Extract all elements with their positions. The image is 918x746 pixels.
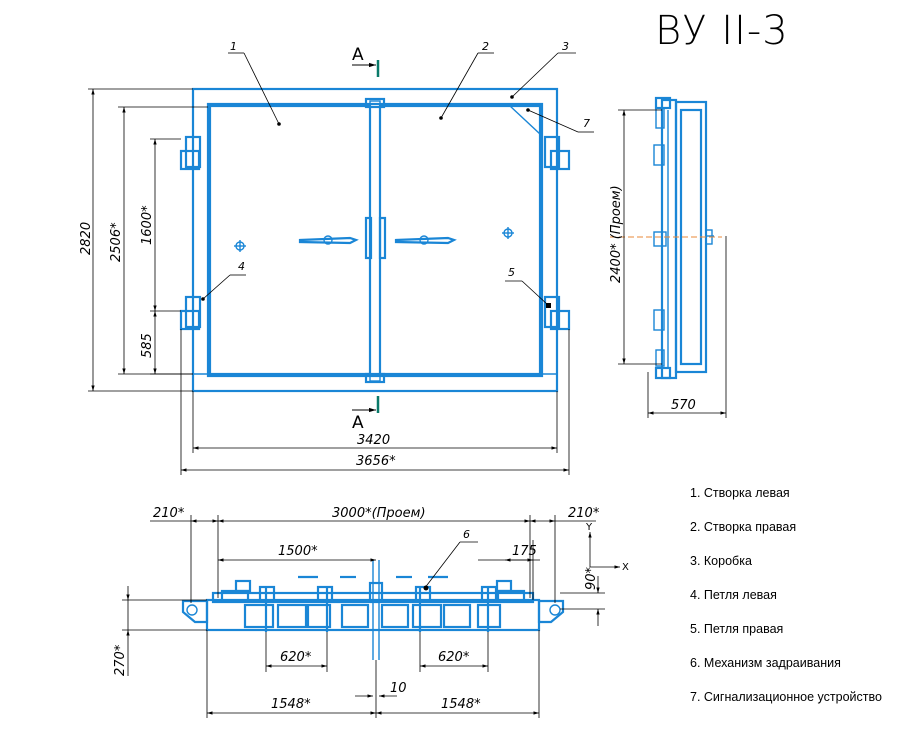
knob-right-icon [502,227,514,239]
leaf-left [208,104,372,376]
hinge-right-bottom-icon [543,295,571,331]
dim-1500: 1500* [218,544,376,562]
frame-inner [206,102,544,378]
section-mark-top: А [352,45,364,65]
drawing-title: ВУ II-3 [655,8,789,54]
svg-text:Y: Y [585,522,593,533]
callout-1: 1 [228,40,281,126]
handle-left [298,236,359,245]
callout-3: 3 [510,40,576,99]
dim-90: 90* [560,566,605,626]
svg-text:6: 6 [463,528,470,541]
hinge-left-bottom-icon [179,295,202,331]
legend-item-4: 4. Петля левая [690,588,777,602]
svg-text:4: 4 [238,260,245,273]
svg-text:X: X [622,562,629,573]
dim-270: 270* [113,586,207,676]
svg-text:620*: 620* [438,650,470,665]
dim-3656: 3656* [180,329,570,475]
svg-text:7: 7 [583,117,590,130]
svg-text:1548*: 1548* [441,697,481,712]
svg-text:620*: 620* [280,650,312,665]
svg-text:1548*: 1548* [271,697,311,712]
svg-text:210*: 210* [568,506,600,521]
dim-3000: 3000*(Проем) [217,506,531,598]
dim-585: 585 [140,311,193,375]
frame-box [191,87,559,393]
dim-570: 570 [647,236,727,418]
dim-210-right: 210* [530,506,600,603]
svg-text:2: 2 [482,40,489,53]
svg-text:3000*(Проем): 3000*(Проем) [332,506,426,521]
legend-item-2: 2. Створка правая [690,520,797,534]
signal-device-icon [508,105,541,136]
hinge-right-top-icon [543,135,571,171]
svg-text:210*: 210* [153,506,185,521]
legend-item-5: 5. Петля правая [690,622,784,636]
svg-text:2506*: 2506* [109,222,124,262]
knob-left-icon [234,240,246,252]
callout-4: 4 [201,260,246,301]
svg-text:270*: 270* [113,644,128,676]
front-view: А А 2820 2506* 1600* 585 [79,40,594,475]
legend-item-7: 7. Сигнализационное устройство [690,690,882,704]
legend-item-6: 6. Механизм задраивания [690,656,841,670]
svg-text:2820: 2820 [79,222,94,255]
svg-text:1500*: 1500* [278,544,318,559]
dim-10: 10 [355,681,407,698]
dim-620-right: 620* [419,632,489,672]
handle-right [394,236,457,245]
svg-text:585: 585 [140,333,155,358]
svg-text:3656*: 3656* [356,454,396,469]
hinge-left-top-icon [179,135,202,171]
top-view: X Y 6 210* 3000*(Проем) 210* [113,506,629,718]
axis-xy-icon: X Y [585,522,629,573]
callout-2: 2 [439,40,494,120]
dim-1548-left: 1548* [206,630,377,718]
side-view: 2400* (Проем) 570 [609,96,727,418]
svg-text:570: 570 [671,398,696,413]
section-mark-bottom: А [352,413,364,433]
dim-175: 175 [478,540,540,600]
svg-text:1: 1 [230,40,237,53]
svg-text:175: 175 [512,544,537,559]
dim-1548-right: 1548* [376,630,540,718]
callout-6: 6 [423,528,478,590]
parts-legend: 1. Створка левая 2. Створка правая 3. Ко… [690,484,910,722]
dim-620-left: 620* [265,632,328,672]
svg-text:10: 10 [390,681,407,696]
dim-2400: 2400* (Проем) [609,109,662,365]
svg-text:5: 5 [508,266,515,279]
svg-text:1600*: 1600* [140,205,155,245]
callout-5: 5 [505,266,551,308]
dim-210-left: 210* [150,506,218,603]
svg-text:2400* (Проем): 2400* (Проем) [609,185,624,283]
svg-text:90*: 90* [584,566,599,590]
callout-7: 7 [526,108,594,133]
dim-2820: 2820 [79,88,193,392]
legend-item-1: 1. Створка левая [690,486,790,500]
svg-text:3420: 3420 [357,433,390,448]
dim-1600: 1600* [140,138,181,312]
svg-text:3: 3 [562,40,569,53]
dim-3420: 3420 [192,391,558,453]
legend-item-3: 3. Коробка [690,554,752,568]
dim-2506: 2506* [109,106,208,375]
